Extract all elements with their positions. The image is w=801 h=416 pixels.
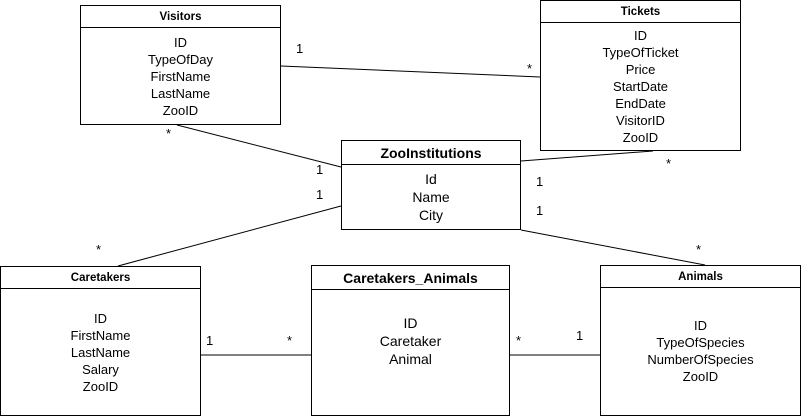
mult-zoo-tickets-from: 1 [536, 174, 544, 189]
rel-visitors-tickets [280, 65, 541, 78]
attribute: Animal [389, 351, 432, 367]
entity-caretakers-animals-attributes: ID Caretaker Animal [312, 314, 509, 368]
entity-animals[interactable]: Animals ID TypeOfSpecies NumberOfSpecies… [600, 265, 801, 416]
rel-zoo-tickets [520, 150, 654, 162]
attribute: Price [625, 62, 656, 77]
attribute: Salary [82, 362, 119, 377]
attribute: ID [403, 315, 418, 331]
mult-zoo-visitors-from: 1 [316, 162, 324, 177]
mult-visitors-tickets-to: * [527, 61, 533, 76]
attribute: ID [694, 318, 707, 333]
entity-caretakers-attributes: ID FirstName LastName Salary ZooID [1, 310, 200, 395]
mult-zoo-tickets-to: * [666, 156, 672, 171]
entity-zoo-institutions[interactable]: ZooInstitutions Id Name City [341, 140, 521, 230]
entity-tickets-attributes: ID TypeOfTicket Price StartDate EndDate … [541, 27, 740, 146]
entity-caretakers-animals[interactable]: Caretakers_Animals ID Caretaker Animal [311, 265, 510, 416]
attribute: Name [412, 189, 450, 205]
entity-tickets[interactable]: Tickets ID TypeOfTicket Price StartDate … [540, 0, 741, 151]
attribute: ID [174, 35, 187, 50]
entity-visitors-attributes: ID TypeOfDay FirstName LastName ZooID [81, 34, 280, 119]
attribute: ZooID [682, 369, 719, 384]
attribute: ID [94, 311, 107, 326]
attribute: TypeOfSpecies [656, 335, 745, 350]
entity-caretakers-title: Caretakers [1, 267, 200, 289]
attribute: Id [425, 171, 437, 187]
mult-zoo-visitors-to: * [166, 126, 172, 141]
mult-visitors-tickets-from: 1 [296, 41, 304, 56]
entity-visitors-title: Visitors [81, 6, 280, 28]
rel-zoo-visitors [176, 124, 342, 168]
attribute: ZooID [622, 130, 659, 145]
attribute: TypeOfTicket [602, 45, 679, 60]
attribute: Caretaker [379, 333, 442, 349]
entity-visitors[interactable]: Visitors ID TypeOfDay FirstName LastName… [80, 5, 281, 125]
attribute: LastName [150, 86, 211, 101]
entity-animals-attributes: ID TypeOfSpecies NumberOfSpecies ZooID [601, 317, 800, 385]
attribute: EndDate [615, 96, 666, 111]
attribute: ZooID [162, 103, 199, 118]
mult-animals-ca-from: 1 [576, 328, 584, 343]
entity-zoo-institutions-title: ZooInstitutions [342, 141, 520, 165]
attribute: NumberOfSpecies [647, 352, 754, 367]
attribute: ZooID [82, 379, 119, 394]
rel-zoo-animals [520, 229, 706, 266]
attribute: LastName [70, 345, 131, 360]
attribute: VisitorID [616, 113, 665, 128]
mult-zoo-caretakers-from: 1 [316, 187, 324, 202]
attribute: City [418, 207, 444, 223]
attribute: ID [634, 28, 647, 43]
entity-caretakers[interactable]: Caretakers ID FirstName LastName Salary … [0, 266, 201, 416]
attribute: FirstName [150, 69, 211, 84]
mult-zoo-caretakers-to: * [96, 242, 102, 257]
mult-animals-ca-to: * [516, 333, 522, 348]
entity-zoo-institutions-attributes: Id Name City [342, 170, 520, 224]
entity-caretakers-animals-title: Caretakers_Animals [312, 266, 509, 290]
attribute: TypeOfDay [147, 52, 214, 67]
mult-caretakers-ca-to: * [287, 333, 293, 348]
attribute: StartDate [613, 79, 668, 94]
mult-caretakers-ca-from: 1 [206, 333, 214, 348]
attribute: FirstName [70, 328, 131, 343]
entity-tickets-title: Tickets [541, 1, 740, 23]
entity-animals-title: Animals [601, 266, 800, 288]
mult-zoo-animals-to: * [696, 242, 702, 257]
rel-zoo-caretakers [117, 205, 342, 267]
mult-zoo-animals-from: 1 [536, 203, 544, 218]
